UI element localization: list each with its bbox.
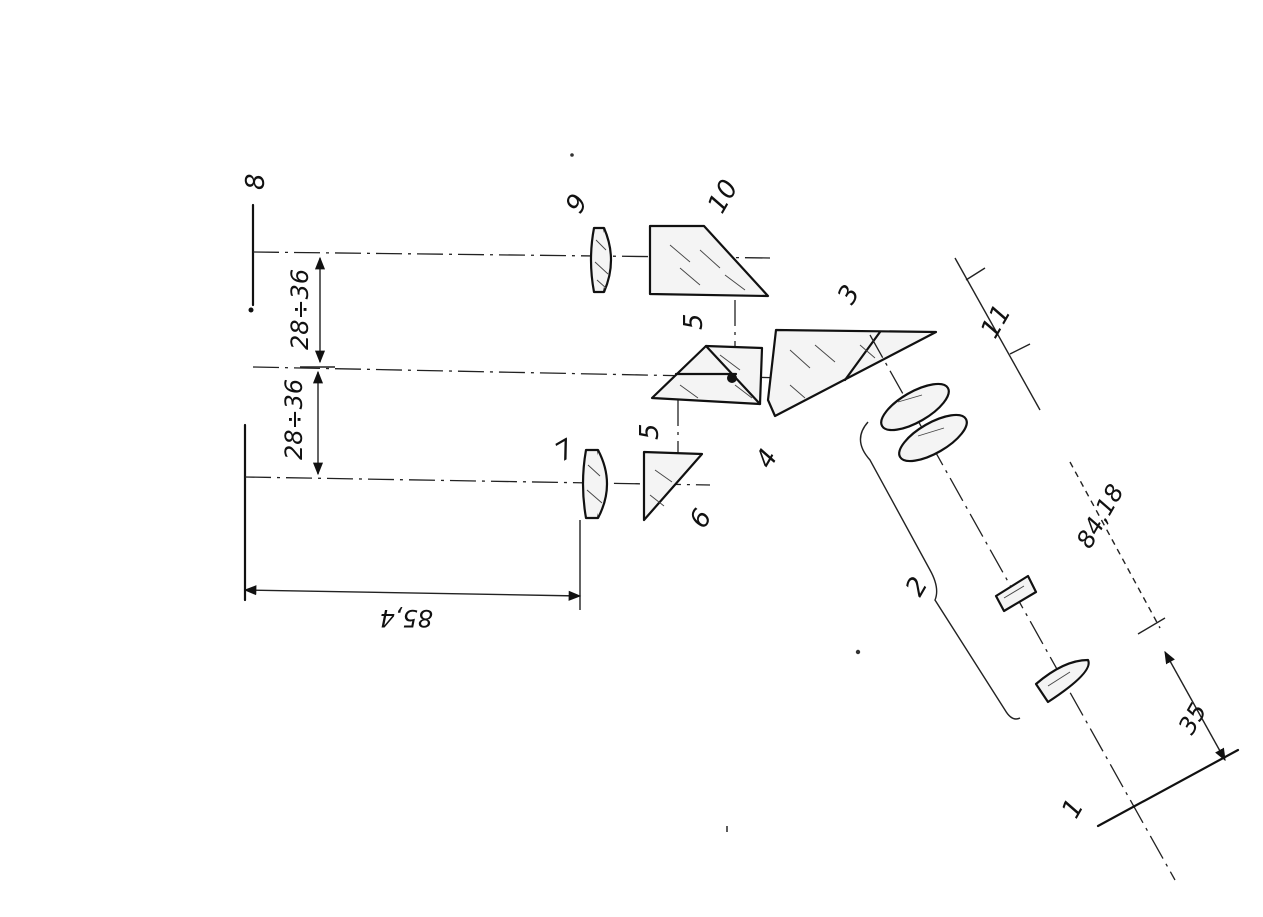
- dim-width-label: 85,4: [380, 604, 433, 632]
- dimension-35: 35: [1164, 650, 1226, 762]
- prism-3: [766, 328, 938, 418]
- prism-4: [650, 344, 764, 406]
- objective-axis: [869, 334, 1176, 881]
- dim-long-label: 84,18: [1071, 479, 1130, 553]
- objective-small-lens: [994, 574, 1038, 613]
- group-2-brace: [859, 421, 1021, 720]
- label-9: 9: [560, 189, 594, 218]
- label-1: 1: [1056, 794, 1090, 823]
- dim-upper-label: 28÷36: [286, 269, 314, 350]
- lens-7: [581, 448, 608, 520]
- objective-front-lens: [1034, 658, 1090, 704]
- label-2: 2: [900, 572, 934, 601]
- dim-lower-label: 28÷36: [280, 379, 308, 460]
- label-4: 4: [750, 444, 784, 473]
- label-5b: 5: [635, 423, 665, 440]
- label-7: 7: [551, 434, 581, 468]
- dimension-28-36: 28÷36 28÷36: [280, 256, 335, 476]
- dim-short-label: 35: [1173, 699, 1213, 739]
- prism-6: [642, 450, 704, 522]
- label-6: 6: [684, 504, 718, 533]
- objective-lens-pair: [880, 382, 968, 463]
- prism-10: [648, 224, 770, 298]
- dimension-85-4: 85,4: [243, 520, 582, 632]
- eyepiece-planes: [243, 203, 255, 602]
- label-10: 10: [702, 175, 745, 219]
- object-plane-1: [1096, 748, 1240, 828]
- lens-9: [589, 226, 613, 294]
- label-5a: 5: [679, 313, 709, 330]
- label-3: 3: [832, 280, 866, 309]
- label-8: 8: [241, 173, 271, 190]
